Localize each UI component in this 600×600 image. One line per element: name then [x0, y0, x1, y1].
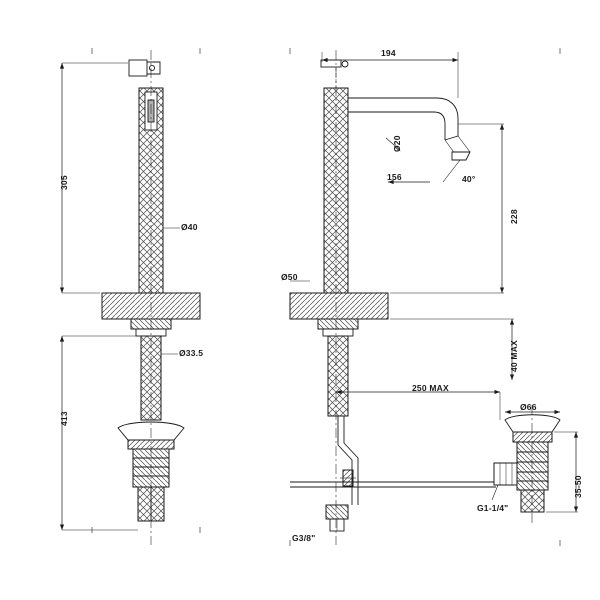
dim-label-thread-g3-8: G3/8"	[292, 533, 316, 543]
left-elevation-view	[59, 48, 201, 545]
dim-label-dia-40: Ø40	[181, 222, 198, 232]
dim-label-max-250: 250 MAX	[412, 383, 449, 393]
dim-label-dia-50: Ø50	[281, 272, 298, 282]
dim-label-dia-33-5: Ø33.5	[179, 348, 204, 358]
dim-label-height-305: 305	[59, 175, 69, 190]
dim-label-height-156: 156	[387, 172, 402, 182]
dim-label-length-413: 413	[59, 411, 69, 426]
dim-label-dia-66: Ø66	[520, 402, 537, 412]
dim-label-height-228: 228	[509, 209, 519, 224]
dim-label-max-40: 40 MAX	[509, 340, 519, 372]
dim-label-angle-40: 40°	[462, 174, 476, 184]
dim-label-range-35-50: 35-50	[573, 475, 583, 498]
dim-label-spout-194: 194	[381, 48, 396, 58]
dim-label-thread-g1-1-4: G1-1/4"	[477, 503, 509, 513]
right-elevation-view	[289, 48, 579, 546]
dim-label-dia-20: Ø20	[392, 135, 402, 152]
